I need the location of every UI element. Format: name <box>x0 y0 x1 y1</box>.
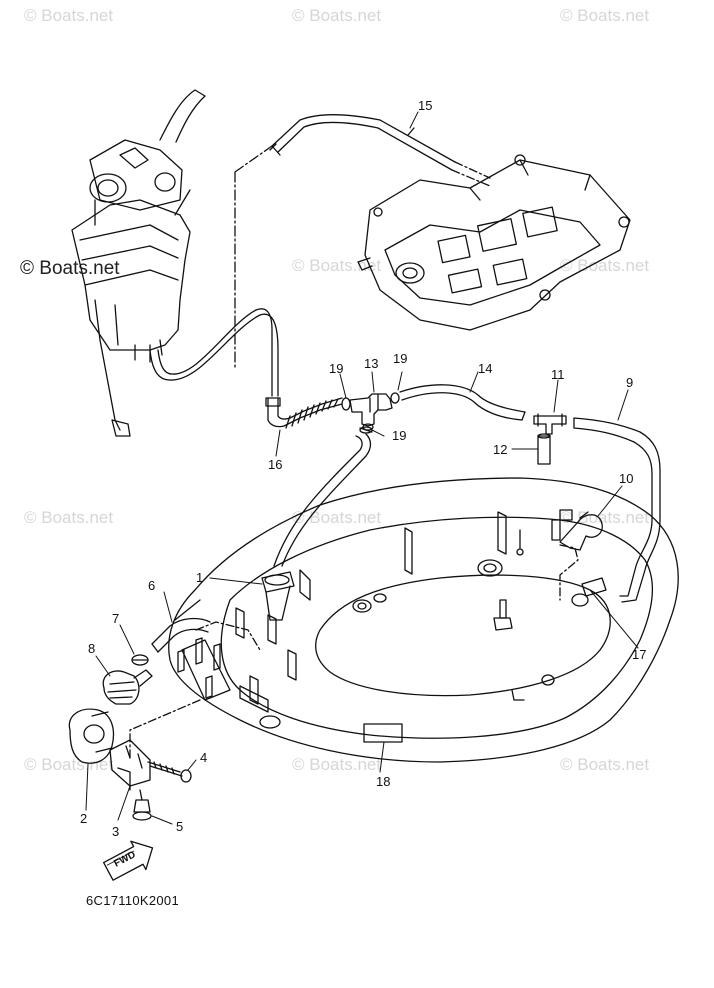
callout-9: 9 <box>626 375 634 390</box>
bolt-5 <box>132 789 152 821</box>
grommet-1 <box>261 433 372 621</box>
callout-19-lower: 19 <box>392 428 407 443</box>
clamp-10 <box>551 509 603 551</box>
bottom-cowling <box>168 477 679 763</box>
callout-7: 7 <box>112 611 120 626</box>
watermark: © Boats.net <box>24 6 114 25</box>
callout-19-left: 19 <box>329 361 344 376</box>
callout-2: 2 <box>80 811 88 826</box>
watermark: © Boats.net <box>24 508 114 527</box>
callout-5: 5 <box>176 819 184 834</box>
callout-1: 1 <box>196 570 204 585</box>
watermark: © Boats.net <box>560 755 650 774</box>
watermark: © Boats.net <box>292 755 382 774</box>
watermark: © Boats.net <box>292 6 382 25</box>
label-18 <box>363 723 403 743</box>
label-17 <box>581 577 607 597</box>
watermark: © Boats.net <box>24 755 114 774</box>
fwd-arrow <box>102 840 154 881</box>
joint-11 <box>533 413 567 435</box>
screw-4 <box>147 761 192 783</box>
hose-9 <box>573 417 661 603</box>
part-code: 6C17110K2001 <box>86 893 179 908</box>
watermark: © Boats.net <box>20 258 120 279</box>
callout-14: 14 <box>478 361 493 376</box>
callout-3: 3 <box>112 824 120 839</box>
callout-8: 8 <box>88 641 96 656</box>
hose-15 <box>269 114 491 187</box>
callout-4: 4 <box>200 750 208 765</box>
callout-17: 17 <box>632 647 647 662</box>
callout-11: 11 <box>551 367 565 382</box>
callout-13: 13 <box>364 356 379 371</box>
engine-assembly <box>71 89 279 437</box>
fitting-8 <box>102 669 153 705</box>
mount-plate <box>357 154 631 331</box>
callout-16: 16 <box>268 457 283 472</box>
callout-10: 10 <box>619 471 634 486</box>
callout-6: 6 <box>148 578 156 593</box>
bracket-3 <box>109 739 151 791</box>
callout-18: 18 <box>376 774 391 789</box>
joint-13 <box>341 392 400 431</box>
hose-6 <box>151 617 211 653</box>
clamp-7 <box>131 654 149 666</box>
watermark: © Boats.net <box>292 256 382 275</box>
hose-16 <box>265 397 343 429</box>
leader-lines <box>85 111 639 825</box>
part-12 <box>537 433 551 465</box>
grommet-2 <box>68 708 115 764</box>
callout-19-right: 19 <box>393 351 408 366</box>
watermark: © Boats.net <box>560 6 650 25</box>
callout-15: 15 <box>418 98 433 113</box>
hose-14 <box>399 384 526 421</box>
callout-12: 12 <box>493 442 508 457</box>
watermark: © Boats.net <box>560 508 650 527</box>
